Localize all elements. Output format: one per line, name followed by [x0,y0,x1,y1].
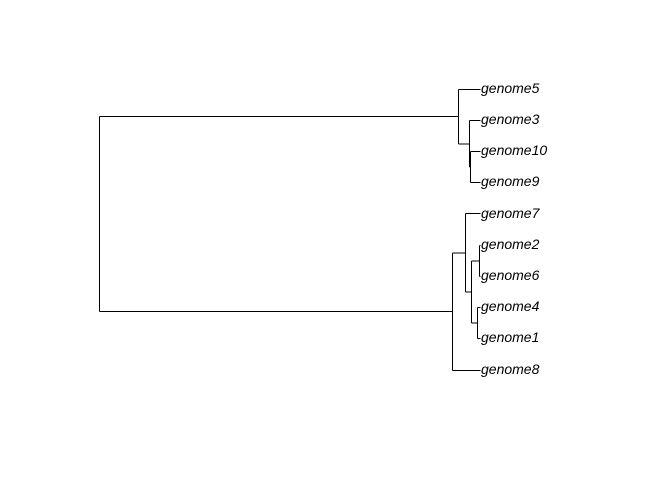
tip-label-genome10: genome10 [481,142,548,158]
tip-label-genome7: genome7 [481,205,540,221]
tip-label-genome2: genome2 [481,236,540,252]
tip-label-genome6: genome6 [481,267,540,283]
tip-label-genome8: genome8 [481,361,540,377]
tip-label-genome9: genome9 [481,173,540,189]
tip-label-genome1: genome1 [481,329,540,345]
tip-label-genome5: genome5 [481,80,540,96]
tip-label-genome4: genome4 [481,298,540,314]
tip-label-genome3: genome3 [481,111,540,127]
